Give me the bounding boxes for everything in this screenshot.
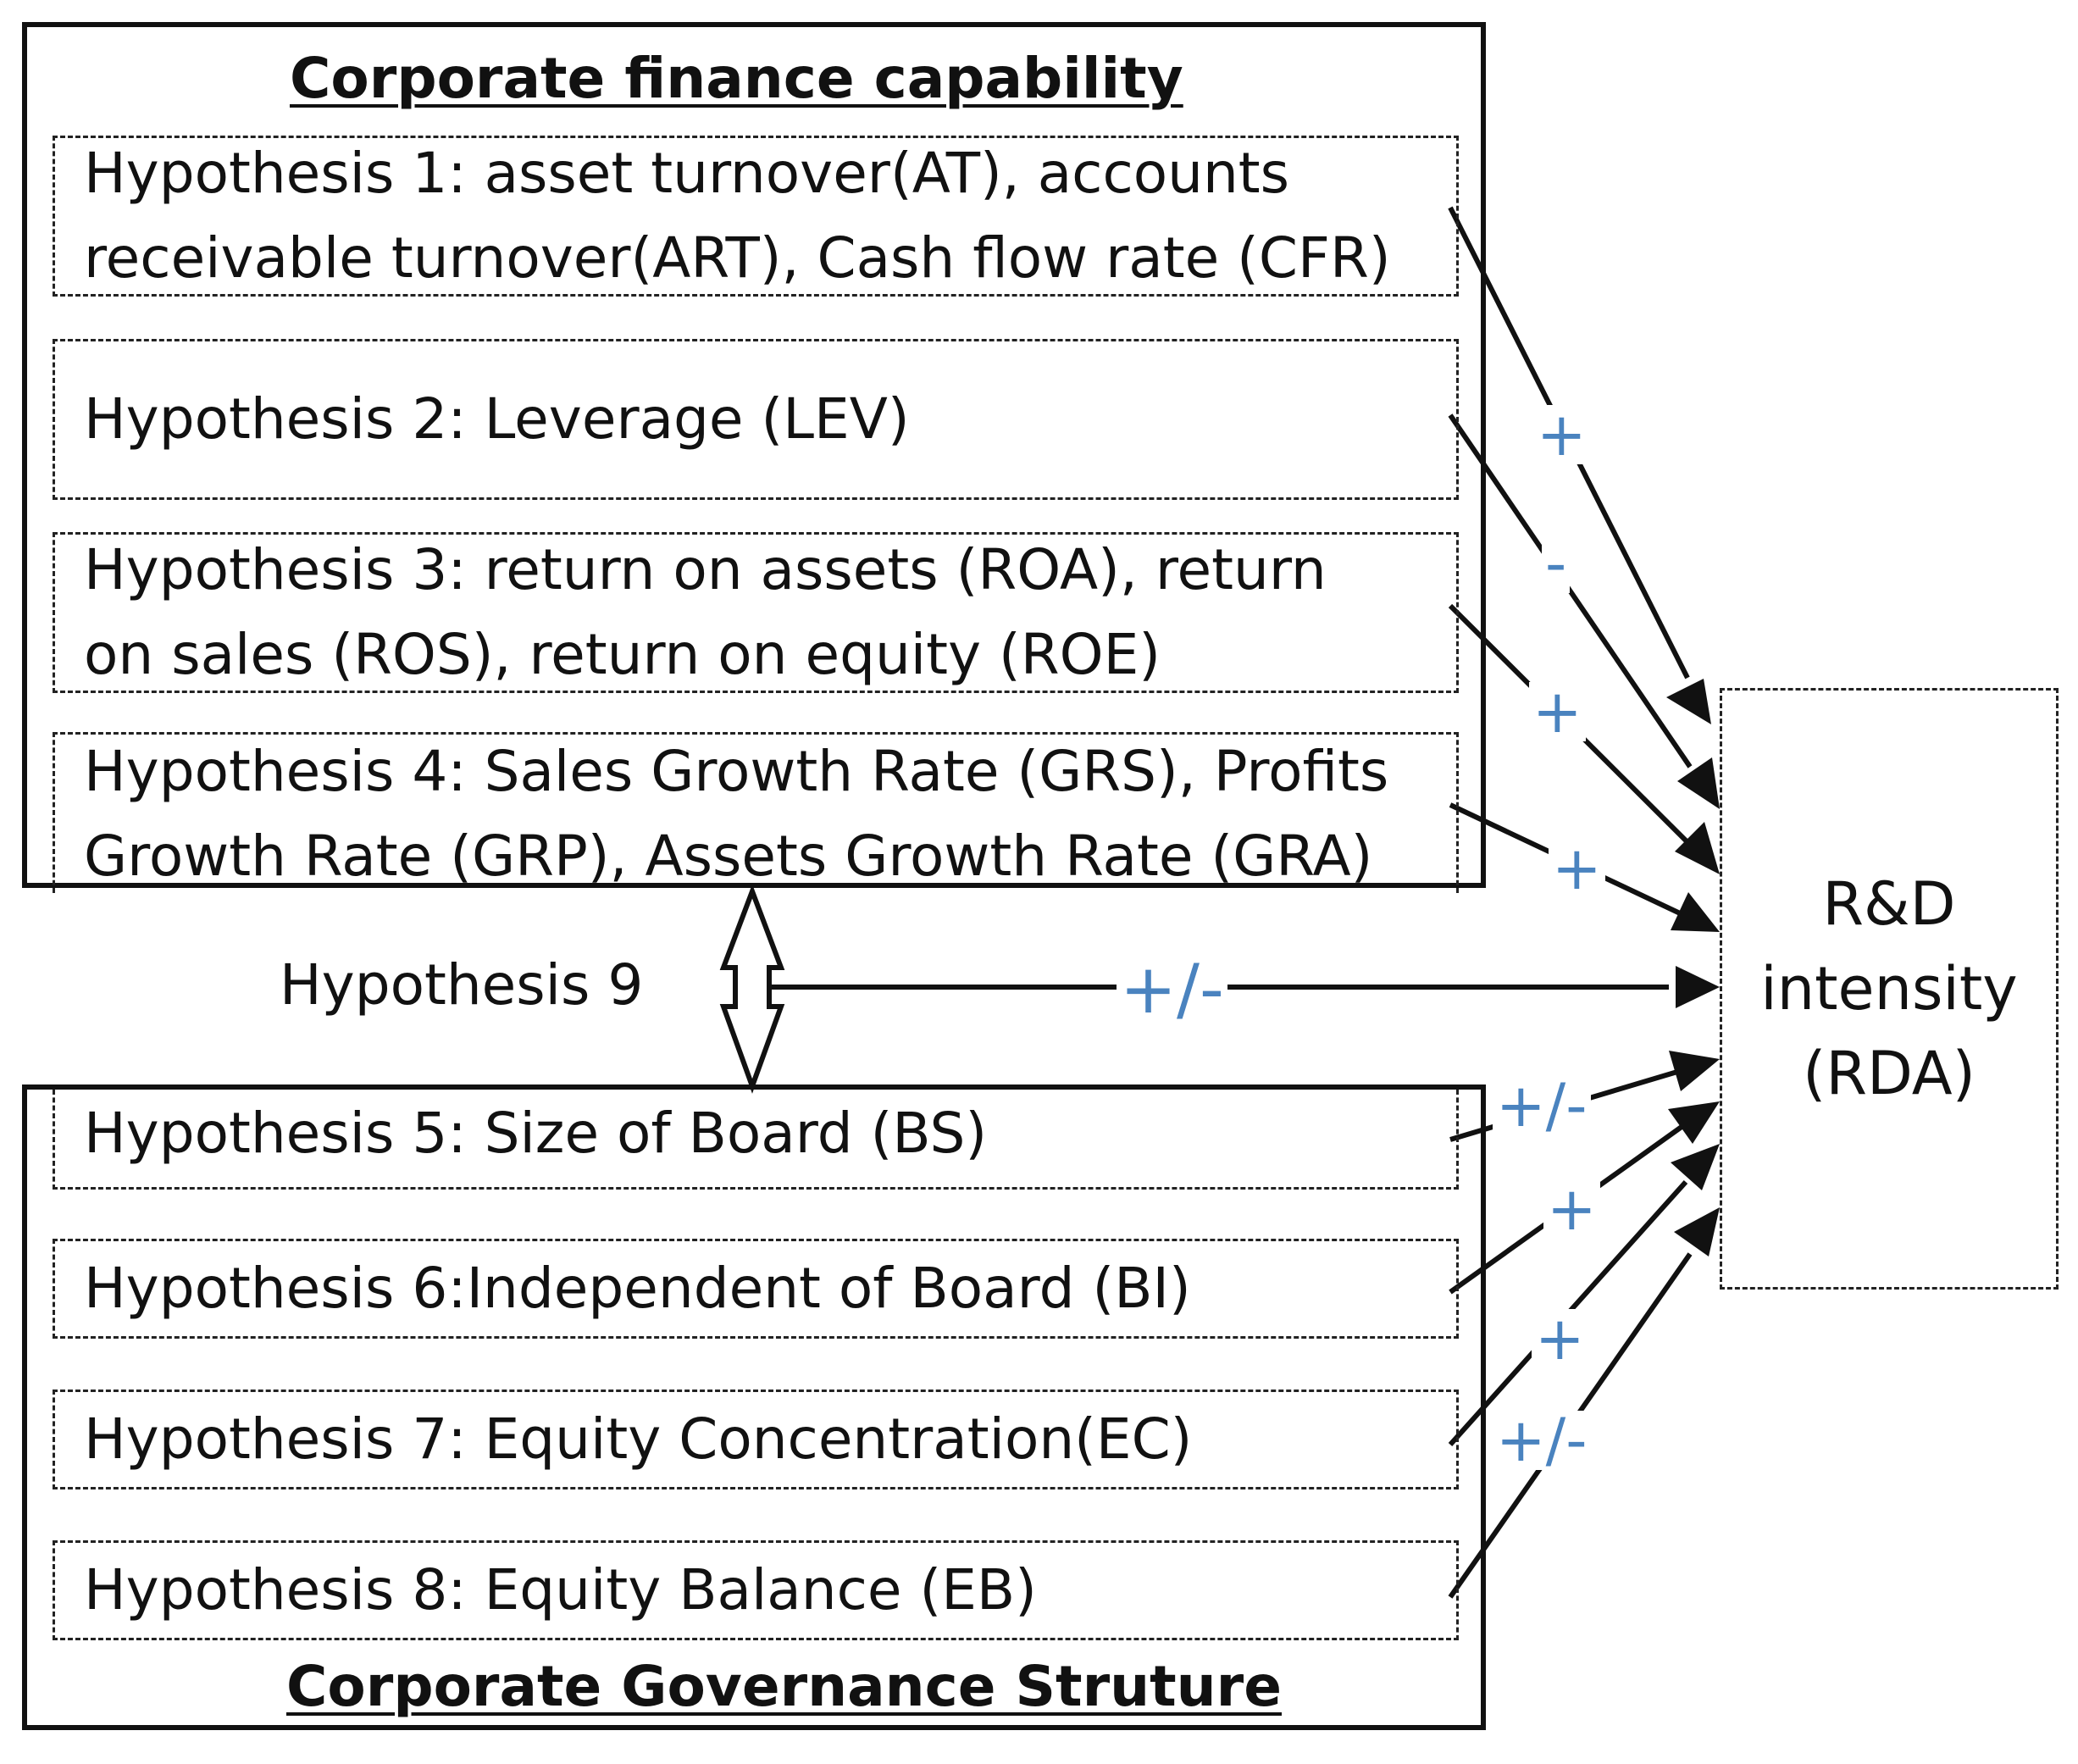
hypothesis-1-box: Hypothesis 1: asset turnover(AT), accoun… bbox=[53, 136, 1459, 297]
hypothesis-1-line-1: Hypothesis 1: asset turnover(AT), accoun… bbox=[84, 141, 1290, 206]
hypothesis-3-box: Hypothesis 3: return on assets (ROA), re… bbox=[53, 532, 1459, 693]
finance-group-title: Corporate finance capability bbox=[290, 46, 1183, 111]
arrowhead-h2 bbox=[1677, 757, 1720, 809]
sign-h5: +/- bbox=[1493, 1076, 1591, 1135]
hypothesis-7-line-1: Hypothesis 7: Equity Concentration(EC) bbox=[84, 1406, 1193, 1472]
interaction-sign: +/- bbox=[1117, 956, 1227, 1023]
arrow-h2 bbox=[1448, 413, 1693, 768]
hypothesis-8-box: Hypothesis 8: Equity Balance (EB) bbox=[53, 1540, 1459, 1640]
governance-group-title: Corporate Governance Struture bbox=[286, 1654, 1282, 1719]
arrowhead-h5 bbox=[1669, 1051, 1720, 1091]
hypothesis-2-box: Hypothesis 2: Leverage (LEV) bbox=[53, 339, 1459, 500]
interaction-label: Hypothesis 9 bbox=[280, 952, 644, 1018]
outcome-box: R&D intensity (RDA) bbox=[1720, 688, 2059, 1290]
finance-group-box: Corporate finance capability Hypothesis … bbox=[22, 22, 1486, 893]
hypothesis-6-box: Hypothesis 6:Independent of Board (BI) bbox=[53, 1239, 1459, 1339]
sign-h8: +/- bbox=[1493, 1411, 1591, 1470]
arrowhead-h9 bbox=[1676, 966, 1720, 1008]
arrowhead-h3 bbox=[1675, 822, 1720, 874]
governance-group-box: Hypothesis 5: Size of Board (BS) Hypothe… bbox=[22, 1084, 1486, 1730]
hypothesis-7-box: Hypothesis 7: Equity Concentration(EC) bbox=[53, 1390, 1459, 1489]
arrowhead-h1 bbox=[1666, 679, 1711, 724]
arrowhead-h8 bbox=[1674, 1207, 1720, 1256]
hypothesis-4-box: Hypothesis 4: Sales Growth Rate (GRS), P… bbox=[53, 732, 1459, 893]
arrowhead-h4 bbox=[1671, 892, 1720, 932]
hypothesis-5-line-1: Hypothesis 5: Size of Board (BS) bbox=[84, 1101, 988, 1166]
arrowhead-h7 bbox=[1671, 1144, 1720, 1190]
hypothesis-2-line-1: Hypothesis 2: Leverage (LEV) bbox=[84, 386, 910, 452]
sign-h7: + bbox=[1532, 1309, 1588, 1368]
sign-h1: + bbox=[1533, 405, 1590, 464]
sign-h6: + bbox=[1543, 1179, 1600, 1239]
hypothesis-6-line-1: Hypothesis 6:Independent of Board (BI) bbox=[84, 1256, 1191, 1321]
hypothesis-8-line-1: Hypothesis 8: Equity Balance (EB) bbox=[84, 1557, 1037, 1623]
outcome-line-1: R&D bbox=[1822, 869, 1956, 939]
arrowhead-h6 bbox=[1668, 1101, 1720, 1144]
hypothesis-3-line-2: on sales (ROS), return on equity (ROE) bbox=[84, 622, 1161, 687]
hypothesis-5-box: Hypothesis 5: Size of Board (BS) bbox=[53, 1090, 1459, 1190]
hypothesis-1-line-2: receivable turnover(ART), Cash flow rate… bbox=[84, 225, 1391, 291]
sign-h4: + bbox=[1549, 839, 1605, 898]
outcome-line-2: intensity bbox=[1760, 954, 2018, 1023]
hypothesis-4-line-1: Hypothesis 4: Sales Growth Rate (GRS), P… bbox=[84, 739, 1389, 804]
hypothesis-4-line-2: Growth Rate (GRP), Assets Growth Rate (G… bbox=[84, 824, 1373, 889]
sign-h3: + bbox=[1529, 682, 1586, 741]
sign-h2: - bbox=[1542, 534, 1571, 593]
outcome-line-3: (RDA) bbox=[1803, 1039, 1975, 1108]
hypothesis-3-line-1: Hypothesis 3: return on assets (ROA), re… bbox=[84, 537, 1327, 602]
